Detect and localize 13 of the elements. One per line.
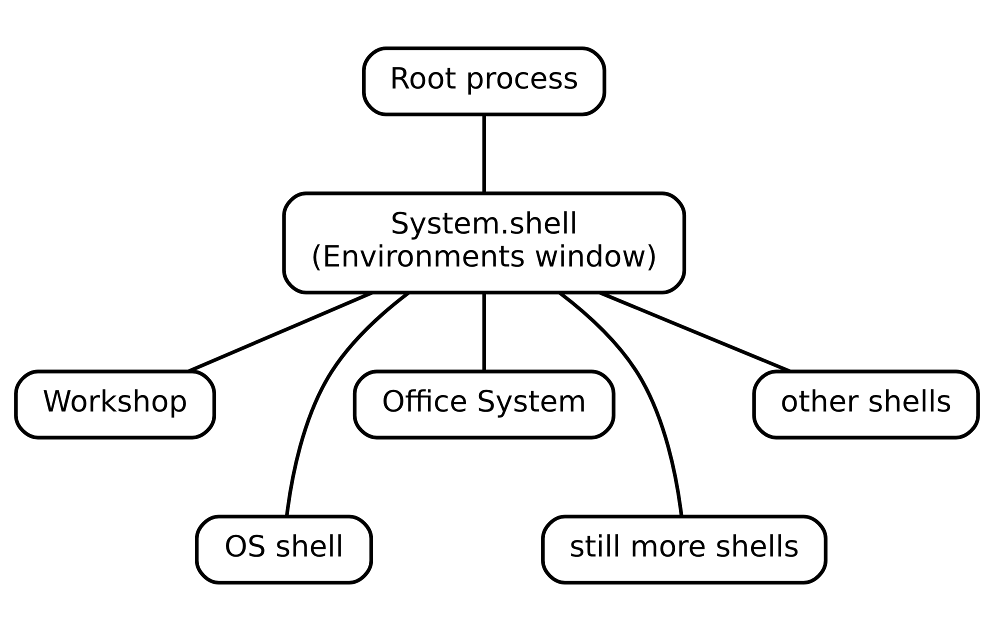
node-box: Office System	[352, 370, 616, 440]
connector	[284, 291, 410, 516]
connector	[188, 290, 374, 373]
node-box: Workshop	[14, 370, 216, 440]
node-box: System.shell (Environments window)	[282, 192, 686, 294]
node-box: Root process	[362, 46, 606, 116]
connector	[558, 291, 684, 516]
connector	[482, 293, 486, 372]
node-box: still more shells	[541, 514, 828, 584]
connector	[482, 115, 486, 194]
node-box: OS shell	[194, 514, 374, 584]
node-box: other shells	[752, 370, 980, 440]
connector	[599, 290, 791, 373]
